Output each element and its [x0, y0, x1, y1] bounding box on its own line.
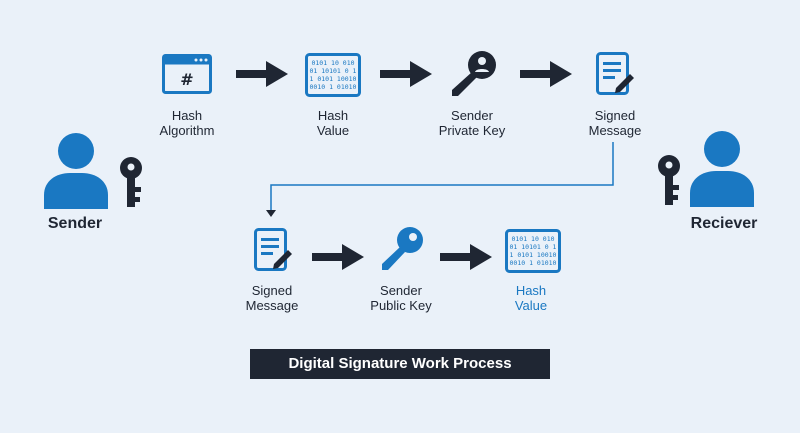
- hash-value-label-line1: Hash: [317, 108, 349, 123]
- svg-text:01 10101 0 1: 01 10101 0 1: [310, 67, 357, 75]
- bottom-hash-value-label-line1: Hash: [515, 283, 547, 298]
- hash-algorithm-label-line1: Hash: [171, 108, 203, 123]
- arrow-right-icon: [440, 244, 492, 270]
- svg-text:1 0101 10010: 1 0101 10010: [510, 251, 557, 259]
- sender-person-icon: [44, 133, 108, 209]
- svg-text:#: #: [180, 70, 193, 89]
- sender-private-key-label: Sender Private Key: [422, 108, 522, 138]
- sender-public-key-label-line2: Public Key: [370, 298, 432, 313]
- svg-text:0010 1 01010: 0010 1 01010: [510, 259, 557, 267]
- svg-text:1 0101 10010: 1 0101 10010: [310, 75, 357, 83]
- hash-window-icon: #: [162, 54, 212, 94]
- bottom-signed-message-label-line1: Signed: [251, 283, 293, 298]
- sender-label: Sender: [47, 215, 103, 232]
- arrow-right-icon: [380, 61, 432, 87]
- hash-value-label-line2: Value: [316, 123, 350, 138]
- bottom-hash-value-label-line2: Value: [514, 298, 548, 313]
- svg-text:0010 1 01010: 0010 1 01010: [310, 83, 357, 91]
- signed-document-icon: [254, 228, 292, 271]
- receiver-label: Reciever: [690, 215, 758, 232]
- public-key-icon: [382, 227, 423, 270]
- bottom-signed-message-label-line2: Message: [245, 298, 299, 313]
- binary-data-icon: 0101 10 010 01 10101 0 1 1 0101 10010 00…: [305, 53, 361, 97]
- receiver-key-icon: [658, 155, 680, 205]
- svg-text:0101 10 010: 0101 10 010: [311, 59, 354, 67]
- arrow-right-icon: [520, 61, 572, 87]
- sender-private-key-label-line2: Private Key: [438, 123, 506, 138]
- signed-message-label: Signed Message: [565, 108, 665, 138]
- sender-public-key-label: Sender Public Key: [351, 283, 451, 313]
- arrow-right-icon: [236, 61, 288, 87]
- hash-algorithm-label-line2: Algorithm: [159, 123, 215, 138]
- bottom-hash-value-label: Hash Value: [481, 283, 581, 313]
- svg-text:01 10101 0 1: 01 10101 0 1: [510, 243, 557, 251]
- arrow-right-icon: [312, 244, 364, 270]
- signed-document-icon: [596, 52, 634, 95]
- receiver-person-icon: [690, 131, 754, 207]
- private-key-icon: [452, 51, 496, 96]
- svg-text:0101 10 010: 0101 10 010: [511, 235, 554, 243]
- diagram-title: Digital Signature Work Process: [250, 349, 550, 379]
- signed-message-label-line1: Signed: [594, 108, 636, 123]
- sender-key-icon: [120, 157, 142, 207]
- sender-public-key-label-line1: Sender: [380, 283, 422, 298]
- binary-data-icon: 0101 10 010 01 10101 0 1 1 0101 10010 00…: [505, 229, 561, 273]
- sender-private-key-label-line1: Sender: [451, 108, 493, 123]
- signed-message-label-line2: Message: [588, 123, 642, 138]
- bottom-signed-message-label: Signed Message: [222, 283, 322, 313]
- hash-value-label: Hash Value: [283, 108, 383, 138]
- hash-algorithm-label: Hash Algorithm: [137, 108, 237, 138]
